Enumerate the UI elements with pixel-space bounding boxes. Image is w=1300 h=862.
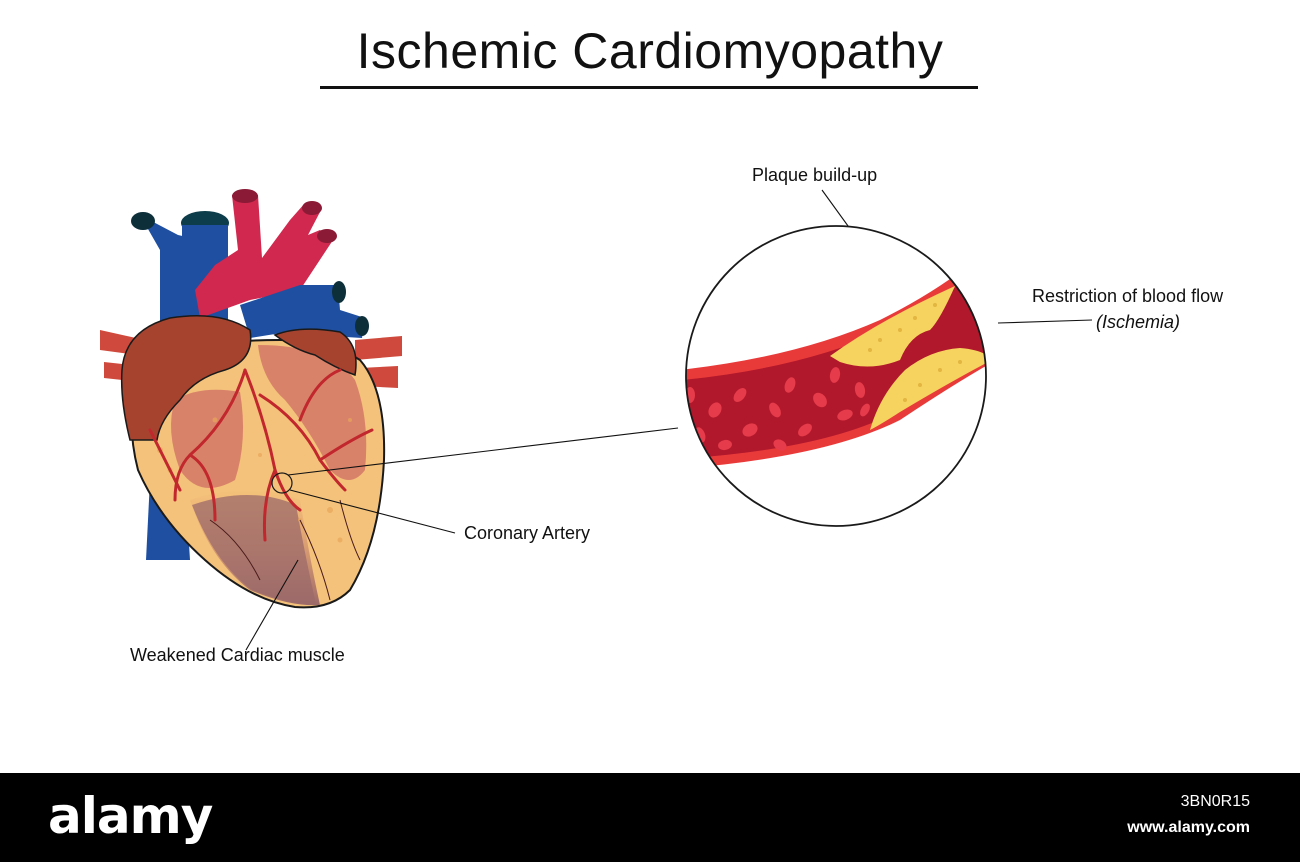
plaque-texture (868, 303, 962, 402)
left-atrium (120, 314, 252, 441)
heart-illustration (100, 189, 402, 609)
title-underline (320, 86, 978, 89)
coronary-arteries (148, 368, 374, 542)
alamy-url: www.alamy.com (1127, 819, 1250, 836)
magnified-vessel-view (685, 225, 987, 527)
pulmonary-vein-blue (240, 281, 369, 338)
label-weakened-cardiac-muscle: Weakened Cardiac muscle (130, 645, 345, 665)
label-restriction-of-blood-flow: Restriction of blood flow (1032, 286, 1224, 306)
red-blood-cells (686, 367, 870, 451)
label-coronary-artery: Coronary Artery (464, 523, 591, 543)
coronary-outline (209, 499, 361, 601)
image-id: 3BN0R15 (1180, 793, 1250, 810)
label-plaque-buildup: Plaque build-up (752, 165, 878, 185)
coronary-spot-marker (271, 472, 293, 494)
watermark-footer: alamy 3BN0R15 www.alamy.com (0, 773, 1300, 862)
page-title: Ischemic Cardiomyopathy (356, 23, 944, 79)
right-atrium (273, 328, 357, 377)
label-ischemia: (Ischemia) (1096, 312, 1181, 332)
alamy-logo: alamy (48, 787, 213, 845)
